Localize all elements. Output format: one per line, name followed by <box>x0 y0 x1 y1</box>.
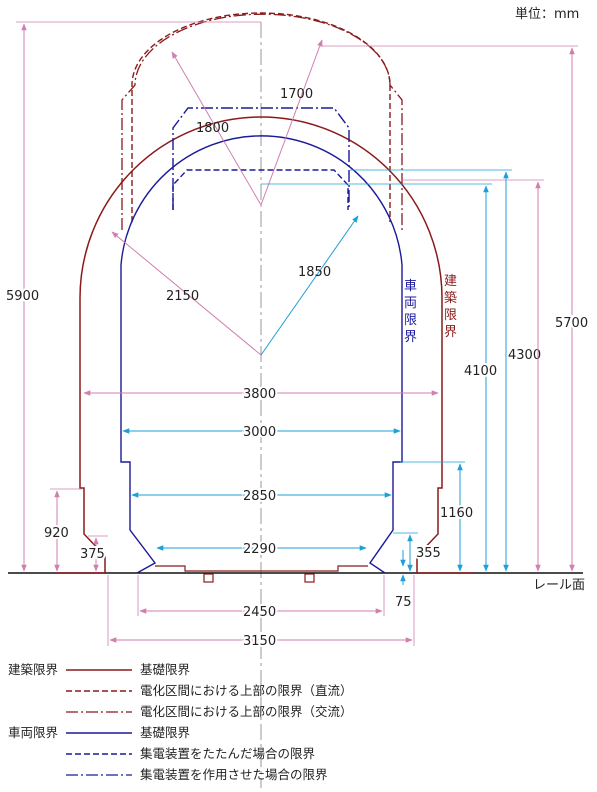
vertical-label-building: 建 築 限 界 <box>444 274 457 340</box>
dim-5900: 5900 <box>6 289 39 304</box>
dim-2150: 2150 <box>166 289 199 304</box>
vertical-label-vehicle: 車 両 限 界 <box>404 279 417 345</box>
dim-3000: 3000 <box>243 425 276 440</box>
radius-1850-line <box>260 215 359 356</box>
legend-item-1: 電化区間における上部の限界（直流） <box>140 683 353 698</box>
dim-75: 75 <box>395 595 412 610</box>
svg-text:界: 界 <box>404 330 417 345</box>
svg-text:限: 限 <box>444 308 457 323</box>
dim-1700: 1700 <box>280 87 313 102</box>
vehicle-limit-raised <box>172 107 350 210</box>
radius-1700-line <box>260 39 323 206</box>
dim-1800: 1800 <box>196 121 229 136</box>
rail-bolt-right <box>304 573 315 583</box>
dim-2850: 2850 <box>243 489 276 504</box>
legend-group-vehicle: 車両限界 <box>8 725 59 740</box>
unit-label: 単位：mm <box>515 6 579 22</box>
dim-5700: 5700 <box>555 316 588 331</box>
svg-text:界: 界 <box>444 325 457 340</box>
svg-text:建: 建 <box>444 274 457 289</box>
dim-4100: 4100 <box>464 364 497 379</box>
dim-4300: 4300 <box>508 348 541 363</box>
legend-item-2: 電化区間における上部の限界（交流） <box>140 704 353 719</box>
undercarriage <box>155 565 368 572</box>
radius-1800-line <box>171 51 262 206</box>
vehicle-limit-basic <box>120 135 403 574</box>
legend-group-building: 建築限界 <box>8 662 59 677</box>
legend-item-3: 基礎限界 <box>140 725 191 740</box>
dim-2450: 2450 <box>243 605 276 620</box>
legend-item-5: 集電装置を作用させた場合の限界 <box>140 767 328 782</box>
dim-355: 355 <box>416 546 441 561</box>
building-limit-dc-upper <box>131 12 391 222</box>
rail-label: レール面 <box>533 578 585 593</box>
legend-item-0: 基礎限界 <box>140 662 191 677</box>
svg-text:車: 車 <box>404 279 417 294</box>
legend-item-4: 集電装置をたたんだ場合の限界 <box>140 746 316 761</box>
svg-text:限: 限 <box>404 313 417 328</box>
radius-2150-line <box>111 231 262 356</box>
dim-3800: 3800 <box>243 387 276 402</box>
building-limit-basic <box>56 116 473 574</box>
rail-bolt-left <box>203 573 214 583</box>
building-limit-ac-upper <box>121 13 403 230</box>
dim-3150: 3150 <box>243 634 276 649</box>
dim-1160: 1160 <box>440 506 473 521</box>
svg-text:築: 築 <box>444 291 457 306</box>
dim-920: 920 <box>44 526 69 541</box>
dim-2290: 2290 <box>243 542 276 557</box>
dim-1850: 1850 <box>298 265 331 280</box>
svg-text:両: 両 <box>404 296 417 311</box>
legend: 建築限界 車両限界 基礎限界 電化区間における上部の限界（直流） 電化区間におけ… <box>8 662 353 782</box>
dim-375: 375 <box>80 547 105 562</box>
